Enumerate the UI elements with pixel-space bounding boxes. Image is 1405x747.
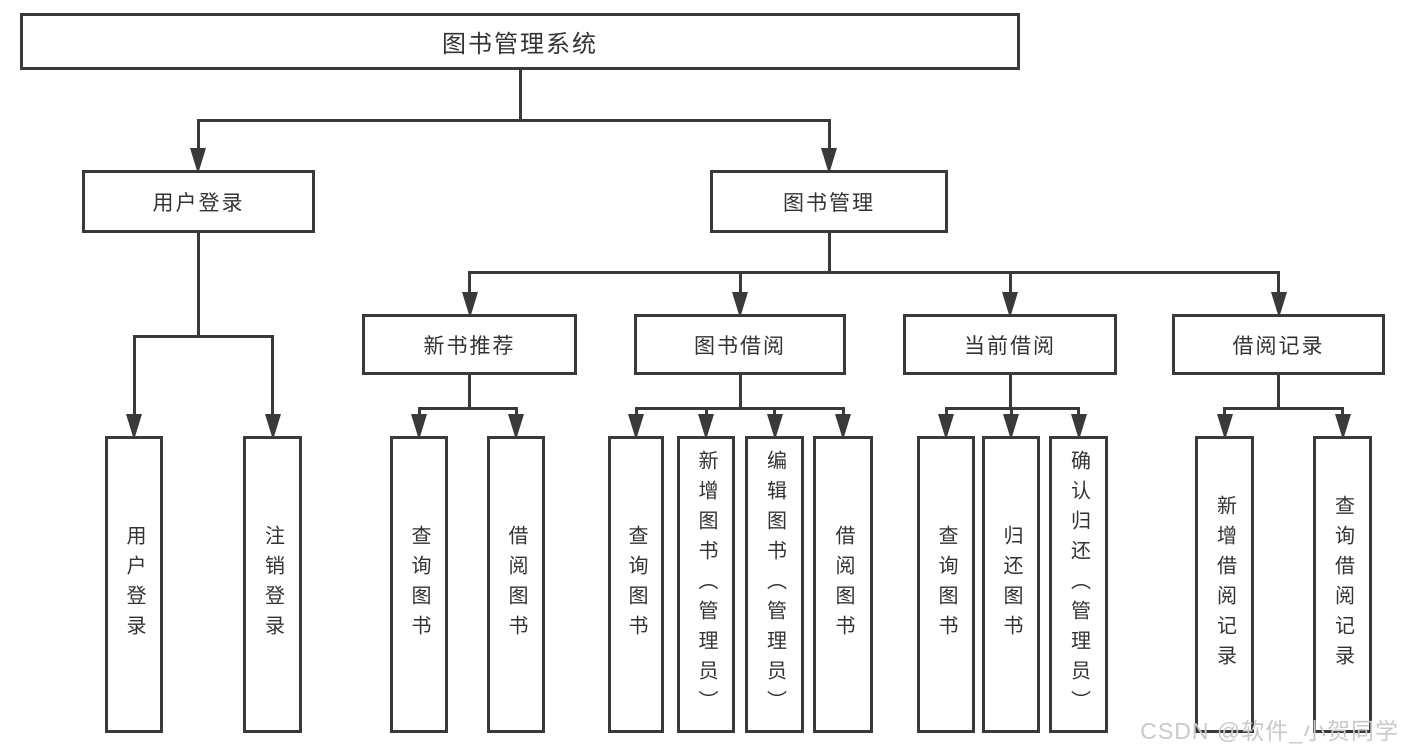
connector-line — [738, 271, 742, 296]
connector-line — [944, 407, 948, 418]
connector-line — [417, 407, 421, 418]
connector-line — [1277, 375, 1280, 410]
connector-line — [1077, 407, 1080, 418]
connector-line — [634, 407, 638, 418]
connector-line — [704, 407, 708, 418]
arrowhead-down-icon — [835, 414, 851, 440]
connector-line — [827, 119, 831, 152]
connector-line — [827, 233, 831, 274]
arrowhead-down-icon — [766, 414, 783, 440]
connector-line — [468, 271, 471, 296]
leaf-edit-books-admin: 编辑图书（管理员） — [745, 436, 804, 733]
connector-line — [196, 233, 200, 338]
node-current-borrow: 当前借阅 — [903, 314, 1117, 375]
arrowhead-down-icon — [821, 148, 837, 174]
leaf-return-books: 归还图书 — [982, 436, 1040, 733]
csdn-watermark: CSDN @软件_小贺同学 — [1140, 718, 1399, 744]
connector-line — [132, 335, 136, 418]
leaf-confirm-return-admin: 确认归还（管理员） — [1049, 436, 1108, 733]
arrowhead-down-icon — [461, 292, 478, 318]
leaf-query-books-borrow: 查询图书 — [608, 436, 664, 733]
arrowhead-down-icon — [190, 148, 206, 174]
connector-line — [132, 335, 274, 338]
connector-line — [518, 70, 522, 122]
leaf-logout: 注销登录 — [243, 436, 302, 733]
leaf-borrow-books: 借阅图书 — [813, 436, 873, 733]
connector-line — [468, 271, 1280, 274]
node-library-system: 图书管理系统 — [20, 13, 1020, 70]
connector-line — [1008, 375, 1012, 410]
arrowhead-down-icon — [732, 292, 748, 318]
node-book-borrow: 图书借阅 — [634, 314, 846, 375]
leaf-add-books-admin: 新增图书（管理员） — [677, 436, 735, 733]
arrowhead-down-icon — [1003, 414, 1019, 440]
leaf-query-books-current: 查询图书 — [917, 436, 975, 733]
node-borrow-records: 借阅记录 — [1172, 314, 1385, 375]
connector-line — [468, 375, 471, 410]
connector-line — [1009, 407, 1013, 418]
arrowhead-down-icon — [1216, 414, 1233, 440]
leaf-query-borrow-record: 查询借阅记录 — [1313, 436, 1372, 733]
arrowhead-down-icon — [1002, 292, 1018, 318]
arrowhead-down-icon — [698, 414, 714, 440]
connector-line — [841, 407, 845, 418]
connector-line — [1341, 407, 1344, 418]
leaf-query-books-recommend: 查询图书 — [390, 436, 448, 733]
arrowhead-down-icon — [411, 414, 427, 440]
arrowhead-down-icon — [1070, 414, 1087, 440]
arrowhead-down-icon — [1334, 414, 1351, 440]
connector-line — [738, 375, 742, 410]
connector-line — [773, 407, 776, 418]
connector-line — [1223, 407, 1226, 418]
arrowhead-down-icon — [508, 414, 524, 440]
arrowhead-down-icon — [938, 414, 954, 440]
arrowhead-down-icon — [628, 414, 644, 440]
connector-line — [417, 407, 518, 410]
arrowhead-down-icon — [1270, 292, 1287, 318]
arrowhead-down-icon — [264, 414, 281, 440]
connector-line — [196, 119, 831, 122]
node-user-login: 用户登录 — [82, 170, 315, 233]
leaf-borrow-books-recommend: 借阅图书 — [487, 436, 545, 733]
connector-line — [271, 335, 274, 418]
connector-line — [514, 407, 518, 418]
leaf-user-login: 用户登录 — [105, 436, 163, 733]
connector-line — [1223, 407, 1344, 410]
connector-line — [196, 119, 200, 152]
connector-line — [1008, 271, 1012, 296]
arrowhead-down-icon — [126, 414, 142, 440]
connector-line — [1277, 271, 1280, 296]
leaf-add-borrow-record: 新增借阅记录 — [1195, 436, 1254, 733]
node-new-book-recommend: 新书推荐 — [362, 314, 577, 375]
connector-line — [634, 407, 845, 410]
node-book-management: 图书管理 — [710, 170, 948, 233]
